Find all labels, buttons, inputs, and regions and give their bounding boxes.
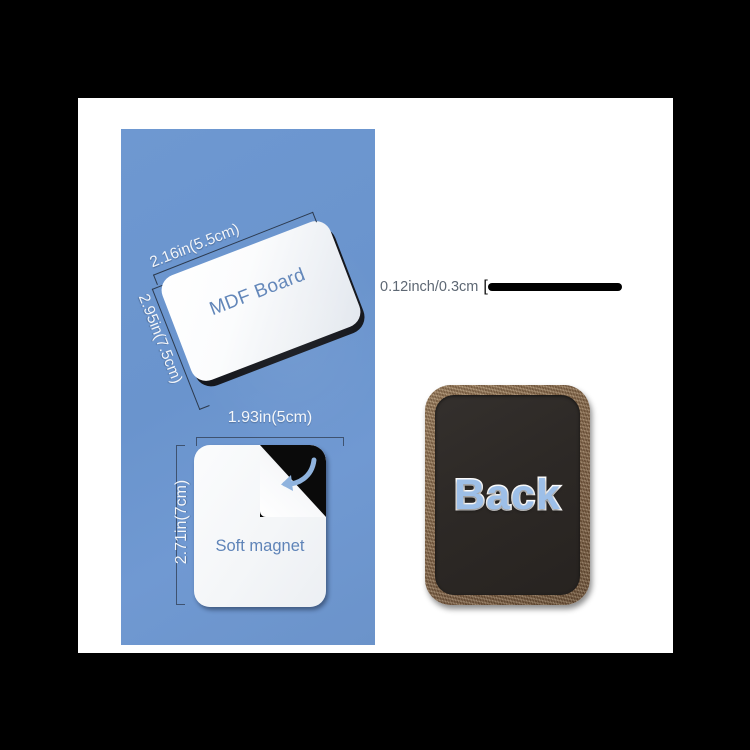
thickness-callout: 0.12inch/0.3cm [ (380, 276, 622, 298)
peel-direction-arrow-icon (281, 457, 317, 491)
mdf-board-group: MDF Board 2.16in(5.5cm) 2.95in(7.5cm) (135, 211, 373, 411)
product-image-card: MDF Board 2.16in(5.5cm) 2.95in(7.5cm) 1.… (78, 98, 673, 653)
diagram-panel: MDF Board 2.16in(5.5cm) 2.95in(7.5cm) 1.… (121, 129, 375, 645)
back-product-surface: Back (435, 395, 580, 595)
soft-magnet-group: 1.93in(5cm) 2.71in(7cm) Soft magnet (166, 409, 371, 629)
magnet-height-label: 2.71in(7cm) (173, 479, 190, 565)
back-product-photo: Back (425, 385, 590, 605)
magnet-width-bracket (196, 437, 344, 446)
back-product-label: Back (453, 469, 562, 520)
magnet-width-label: 1.93in(5cm) (227, 409, 313, 426)
magnet-height-bracket (176, 445, 185, 605)
thickness-bar (487, 283, 622, 291)
thickness-bracket: [ (483, 278, 488, 295)
thickness-label: 0.12inch/0.3cm (380, 279, 479, 295)
soft-magnet-label: Soft magnet (215, 537, 305, 555)
soft-magnet-illustration: Soft magnet (194, 445, 326, 607)
